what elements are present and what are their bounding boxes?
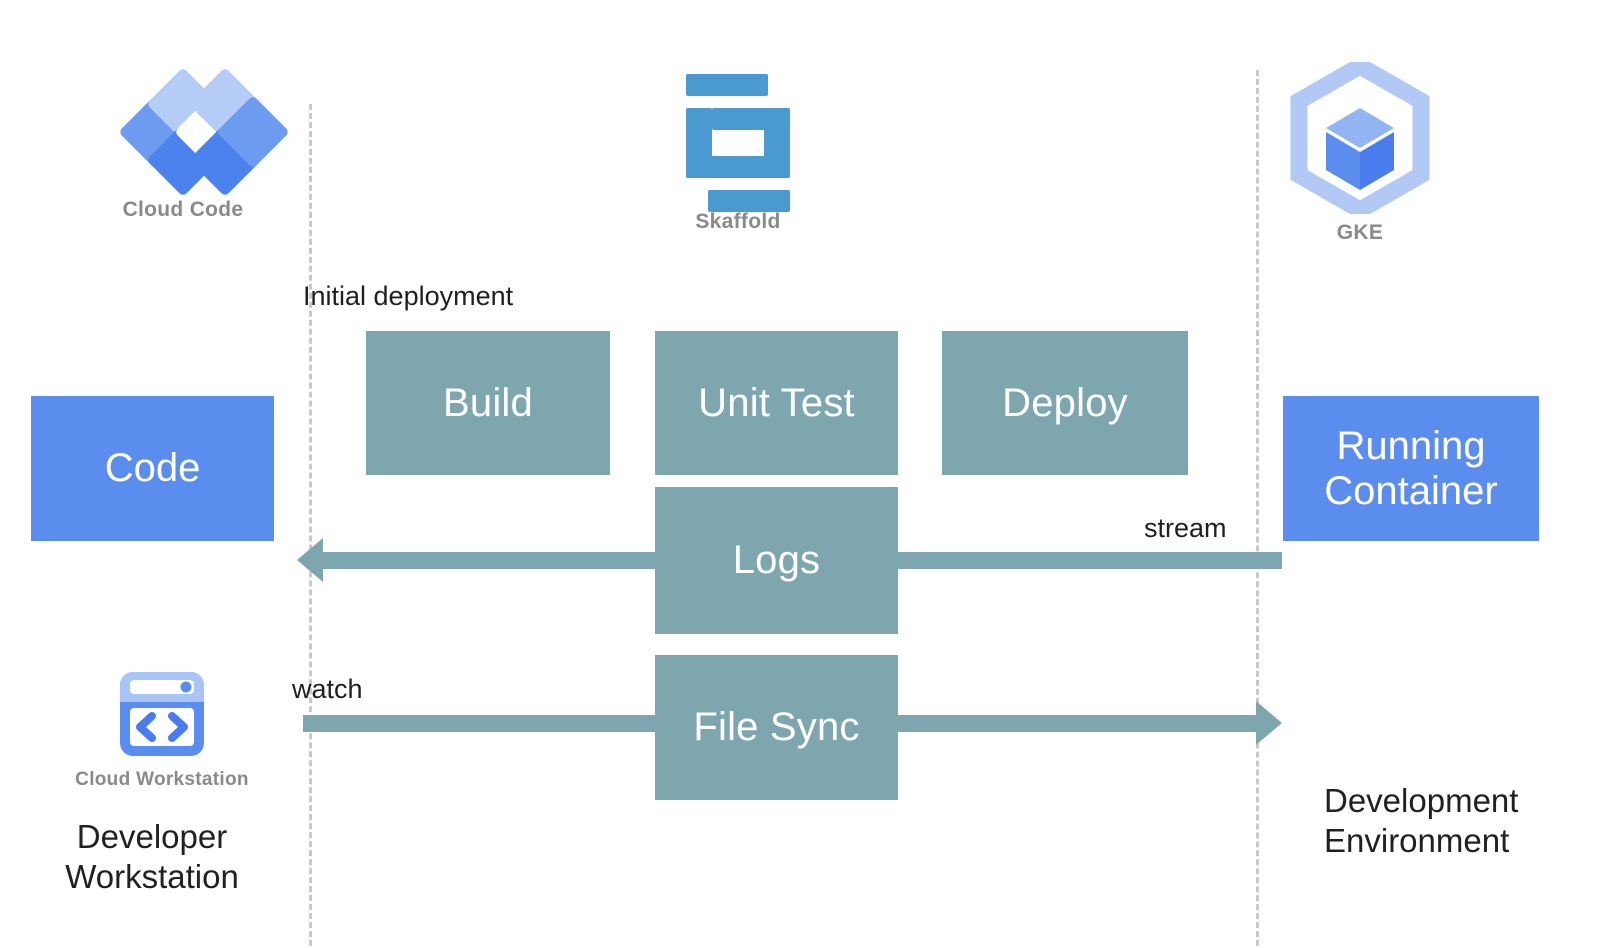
label-development-environment-line1: Development	[1324, 782, 1519, 819]
skaffold-logo-icon	[680, 70, 796, 212]
label-initial-deployment: Initial deployment	[303, 281, 514, 311]
right-boundary-dashed-line	[1256, 70, 1259, 946]
label-development-environment-line2: Environment	[1324, 821, 1510, 859]
label-developer-workstation-line2: Workstation	[65, 857, 239, 895]
stage-gke: GKE	[1290, 56, 1430, 245]
gke-hexagon-cube-icon	[1290, 56, 1430, 220]
stage-cloud-code: Cloud Code	[68, 67, 298, 222]
cloud-workstation-caption: Cloud Workstation	[75, 769, 249, 790]
box-file-sync-label: File Sync	[693, 705, 860, 749]
box-deploy: Deploy	[942, 331, 1188, 475]
box-running-container-label-line2: Container	[1324, 468, 1498, 513]
box-unit-test: Unit Test	[655, 331, 898, 475]
box-logs-label: Logs	[732, 538, 821, 582]
file-sync-arrow-head	[1256, 701, 1282, 745]
box-running-container-label-line1: Running	[1336, 423, 1486, 468]
stage-cloud-code-caption: Cloud Code	[122, 198, 244, 221]
box-code: Code	[31, 396, 274, 541]
box-running-container: Running Container	[1283, 396, 1539, 541]
box-unit-test-label: Unit Test	[698, 380, 855, 425]
label-development-environment: Development Environment	[1324, 781, 1518, 860]
box-logs: Logs	[655, 487, 898, 634]
stage-gke-caption: GKE	[1336, 221, 1384, 244]
cloud-workstation-block: Cloud Workstation	[62, 668, 262, 791]
cloud-workstation-code-window-icon	[120, 672, 204, 756]
box-deploy-label: Deploy	[1002, 380, 1128, 425]
label-stream: stream	[1144, 513, 1227, 543]
label-developer-workstation-line1: Developer	[76, 818, 228, 855]
logs-arrow-head	[297, 538, 323, 582]
label-developer-workstation: Developer Workstation	[57, 817, 247, 896]
box-build-label: Build	[443, 380, 533, 425]
box-file-sync: File Sync	[655, 655, 898, 800]
label-watch: watch	[292, 674, 363, 704]
box-code-label: Code	[104, 446, 201, 491]
stage-skaffold: Skaffold	[680, 70, 796, 234]
left-boundary-dashed-line	[309, 104, 312, 946]
box-build: Build	[366, 331, 610, 475]
stage-skaffold-caption: Skaffold	[695, 210, 781, 233]
cloud-code-diamonds-icon	[108, 67, 290, 197]
